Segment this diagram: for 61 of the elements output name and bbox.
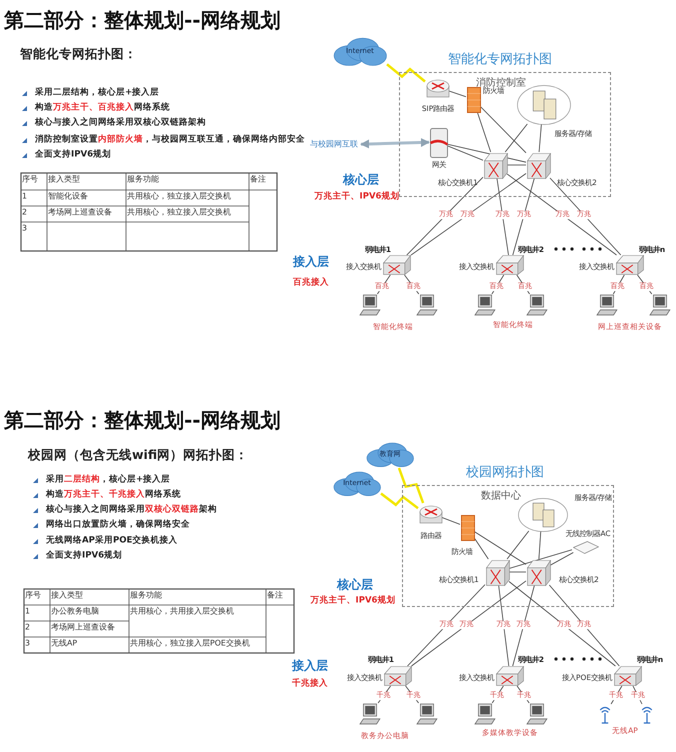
layer-note: 百兆接入: [293, 278, 329, 288]
layer-note: 千兆接入: [292, 679, 328, 689]
network-line: [504, 124, 528, 152]
network-line: [508, 549, 572, 569]
network-line: [480, 106, 526, 154]
layer-heading: 接入层: [293, 255, 329, 269]
network-line: [508, 581, 616, 666]
bullet-text: 采用二层结构，核心层+接入层: [35, 88, 160, 98]
slide-title: 第二部分：整体规划--网络规划: [4, 9, 281, 31]
section-heading: 智能化专网拓扑图：: [20, 47, 137, 61]
bullet-text: 全面支持IPV6规划: [46, 551, 122, 561]
network-line: [506, 174, 617, 256]
bullet-text: 核心与接入之间网络采用双核心双链路架构: [46, 505, 217, 515]
bullet-text: 消防控制室设置内部防火墙，与校园网互联互通，确保网络内部安全: [35, 135, 305, 145]
bullet-text: 采用二层结构，核心层+接入层: [46, 475, 170, 485]
topology-name: 校园网拓扑图: [466, 466, 544, 480]
bullet-text: 构造万兆主干、百兆接入网络系统: [35, 103, 170, 113]
section-heading: 校园网（包含无线wifi网）网拓扑图：: [28, 448, 248, 462]
network-line: [476, 112, 492, 152]
layer-heading: 核心层: [343, 173, 379, 187]
network-line: [410, 173, 526, 256]
network-line: [406, 176, 484, 256]
network-line: [498, 584, 510, 666]
dashed-area-frame: [399, 72, 611, 197]
layer-heading: 核心层: [337, 578, 373, 592]
network-line: [474, 537, 489, 560]
network-line: [538, 124, 542, 152]
network-line: [512, 584, 535, 666]
network-line: [538, 530, 542, 560]
interconnect-label: 与校园网互联: [310, 140, 358, 150]
layer-note: 万兆主干、IPV6规划: [310, 596, 396, 606]
network-line: [407, 584, 486, 666]
network-line: [506, 164, 526, 166]
network-line: [448, 90, 466, 98]
network-line: [411, 580, 526, 666]
double-arrow: [360, 138, 430, 148]
slide-title: 第二部分：整体规划--网络规划: [4, 409, 281, 431]
network-line: [496, 178, 509, 256]
network-line: [550, 552, 574, 566]
bullet-text: 构造万兆主干、千兆接入网络系统: [46, 490, 181, 500]
bullet-text: 无线网络AP采用POE交换机接入: [46, 536, 178, 546]
network-line: [446, 144, 526, 163]
network-line: [442, 517, 460, 525]
dashed-area-frame: [402, 485, 614, 607]
bullet-text: 网络出口放置防火墙，确保网络安全: [46, 520, 190, 530]
topology-name: 智能化专网拓扑图: [448, 52, 552, 68]
network-line: [512, 178, 535, 256]
network-line: [550, 178, 622, 256]
network-line: [474, 531, 526, 565]
layer-note: 万兆主干、IPV6规划: [314, 192, 400, 202]
network-line: [446, 145, 484, 161]
layer-heading: 接入层: [292, 659, 328, 673]
bullet-text: 核心与接入之间网络采用双核心双链路架构: [35, 118, 206, 128]
area-label: 数据中心: [481, 490, 521, 502]
network-line: [548, 584, 620, 666]
network-line: [506, 530, 530, 560]
lightning-link: [386, 63, 426, 82]
lightning-link: [380, 492, 419, 510]
area-label: 消防控制室: [476, 78, 526, 88]
bullet-text: 全面支持IPV6规划: [35, 150, 112, 160]
lightning-link: [398, 468, 424, 504]
